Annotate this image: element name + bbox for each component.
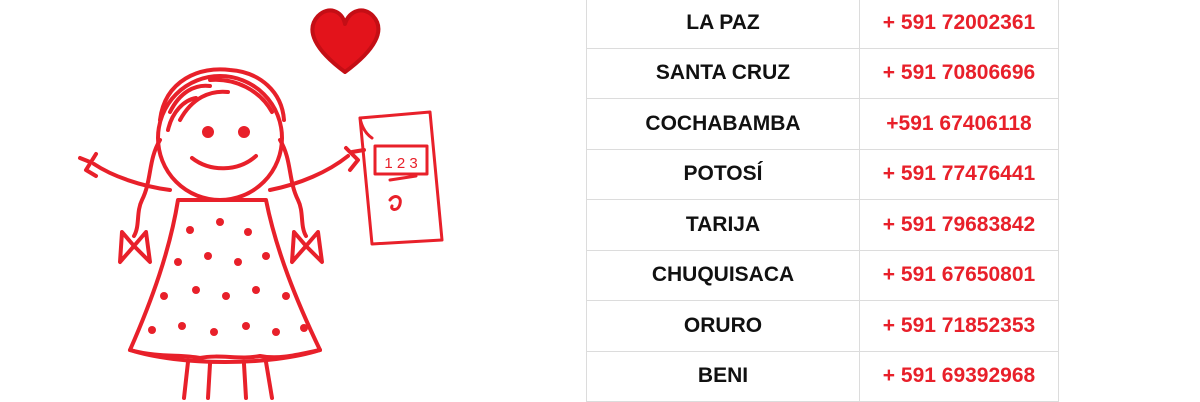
city-cell: CHUQUISACA [586, 249, 860, 301]
city-cell: BENI [586, 350, 860, 402]
table-row: POTOSÍ + 591 77476441 [586, 148, 1059, 200]
notebook-label: 1 2 3 [384, 155, 417, 172]
city-cell: TARIJA [586, 199, 860, 251]
girl-drawing: 1 2 3 [78, 8, 444, 400]
phone-cell: +591 67406118 [859, 98, 1059, 150]
phone-cell: + 591 72002361 [859, 0, 1059, 49]
table-row: BENI + 591 69392968 [586, 350, 1059, 402]
table-row: CHUQUISACA + 591 67650801 [586, 249, 1059, 301]
table-row: ORURO + 591 71852353 [586, 300, 1059, 352]
city-cell: COCHABAMBA [586, 98, 860, 150]
phone-cell: + 591 70806696 [859, 47, 1059, 99]
phone-cell: + 591 69392968 [859, 350, 1059, 402]
notebook-icon [358, 110, 444, 246]
phone-cell: + 591 71852353 [859, 300, 1059, 352]
phone-cell: + 591 67650801 [859, 249, 1059, 301]
phone-cell: + 591 77476441 [859, 148, 1059, 200]
table-row: LA PAZ + 591 72002361 [586, 0, 1059, 49]
girl-illustration: 1 2 3 [60, 0, 480, 400]
city-cell: POTOSÍ [586, 148, 860, 200]
phone-cell: + 591 79683842 [859, 199, 1059, 251]
table-row: COCHABAMBA +591 67406118 [586, 98, 1059, 150]
table-row: SANTA CRUZ + 591 70806696 [586, 47, 1059, 99]
table-row: TARIJA + 591 79683842 [586, 199, 1059, 251]
heart-icon [310, 8, 381, 74]
city-cell: ORURO [586, 300, 860, 352]
city-cell: SANTA CRUZ [586, 47, 860, 99]
city-cell: LA PAZ [586, 0, 860, 49]
contacts-table: LA PAZ + 591 72002361 SANTA CRUZ + 591 7… [586, 0, 1059, 402]
